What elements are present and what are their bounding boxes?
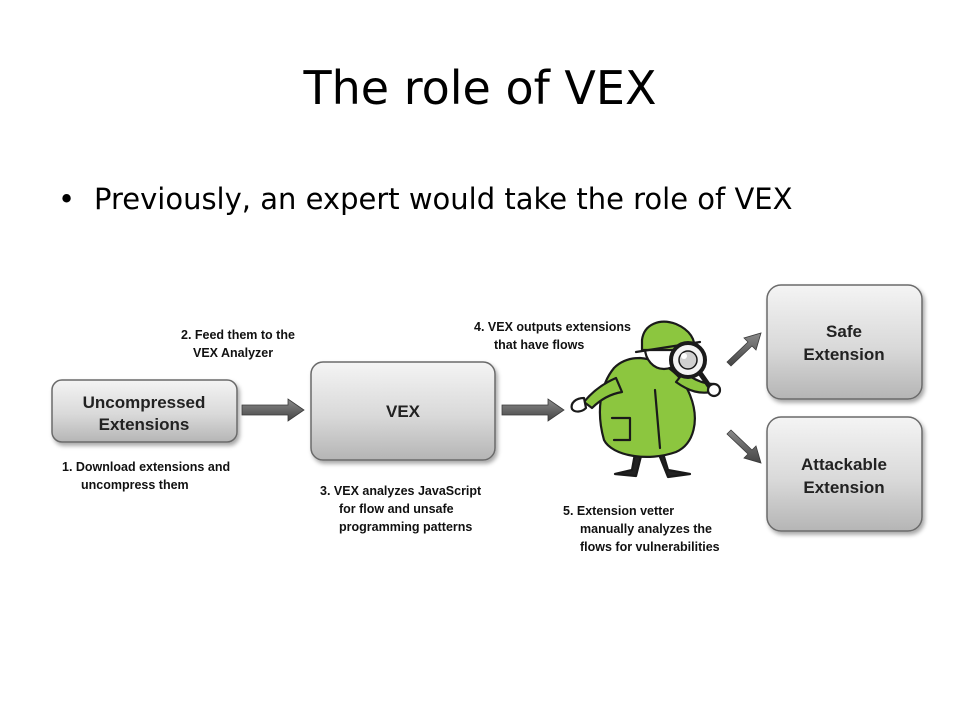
detective-magnifier-icon	[570, 320, 722, 479]
box-uncompressed-line1: Uncompressed	[83, 393, 206, 412]
step-2-label: 2. Feed them to the VEX Analyzer	[181, 328, 295, 360]
svg-text:uncompress them: uncompress them	[81, 478, 189, 492]
svg-text:that have flows: that have flows	[494, 338, 584, 352]
svg-text:flows for vulnerabilities: flows for vulnerabilities	[580, 540, 720, 554]
svg-text:manually analyzes the: manually analyzes the	[580, 522, 712, 536]
arrow-to-attackable	[726, 429, 762, 464]
slide-title: The role of VEX	[303, 61, 657, 115]
box-safe-line2: Extension	[803, 345, 884, 364]
step-5-label: 5. Extension vetter manually analyzes th…	[563, 504, 720, 554]
svg-text:5. Extension vetter: 5. Extension vetter	[563, 504, 674, 518]
svg-text:VEX Analyzer: VEX Analyzer	[193, 346, 273, 360]
svg-text:programming patterns: programming patterns	[339, 520, 472, 534]
arrow-to-safe	[726, 332, 762, 367]
bullet-dot-icon: •	[58, 182, 76, 216]
box-vex: VEX	[310, 361, 496, 461]
bullet-text: Previously, an expert would take the rol…	[94, 182, 793, 216]
box-safe-line1: Safe	[826, 322, 862, 341]
arrow-to-vex	[241, 398, 305, 422]
step-4-label: 4. VEX outputs extensions that have flow…	[474, 320, 631, 352]
box-uncompressed-extensions: Uncompressed Extensions	[51, 379, 238, 443]
box-attackable-line2: Extension	[803, 478, 884, 497]
bullet-item: • Previously, an expert would take the r…	[58, 178, 878, 220]
svg-text:1. Download extensions and: 1. Download extensions and	[62, 460, 230, 474]
box-uncompressed-line2: Extensions	[99, 415, 190, 434]
box-attackable-extension: Attackable Extension	[766, 416, 923, 532]
svg-text:4. VEX outputs extensions: 4. VEX outputs extensions	[474, 320, 631, 334]
arrow-to-vetter	[501, 398, 565, 422]
box-safe-extension: Safe Extension	[766, 284, 923, 400]
box-vex-label: VEX	[386, 402, 421, 421]
step-3-label: 3. VEX analyzes JavaScript for flow and …	[320, 484, 482, 534]
svg-text:3. VEX analyzes JavaScript: 3. VEX analyzes JavaScript	[320, 484, 482, 498]
svg-text:2. Feed them to the: 2. Feed them to the	[181, 328, 295, 342]
svg-text:for flow and unsafe: for flow and unsafe	[339, 502, 454, 516]
step-1-label: 1. Download extensions and uncompress th…	[62, 460, 230, 492]
box-attackable-line1: Attackable	[801, 455, 887, 474]
